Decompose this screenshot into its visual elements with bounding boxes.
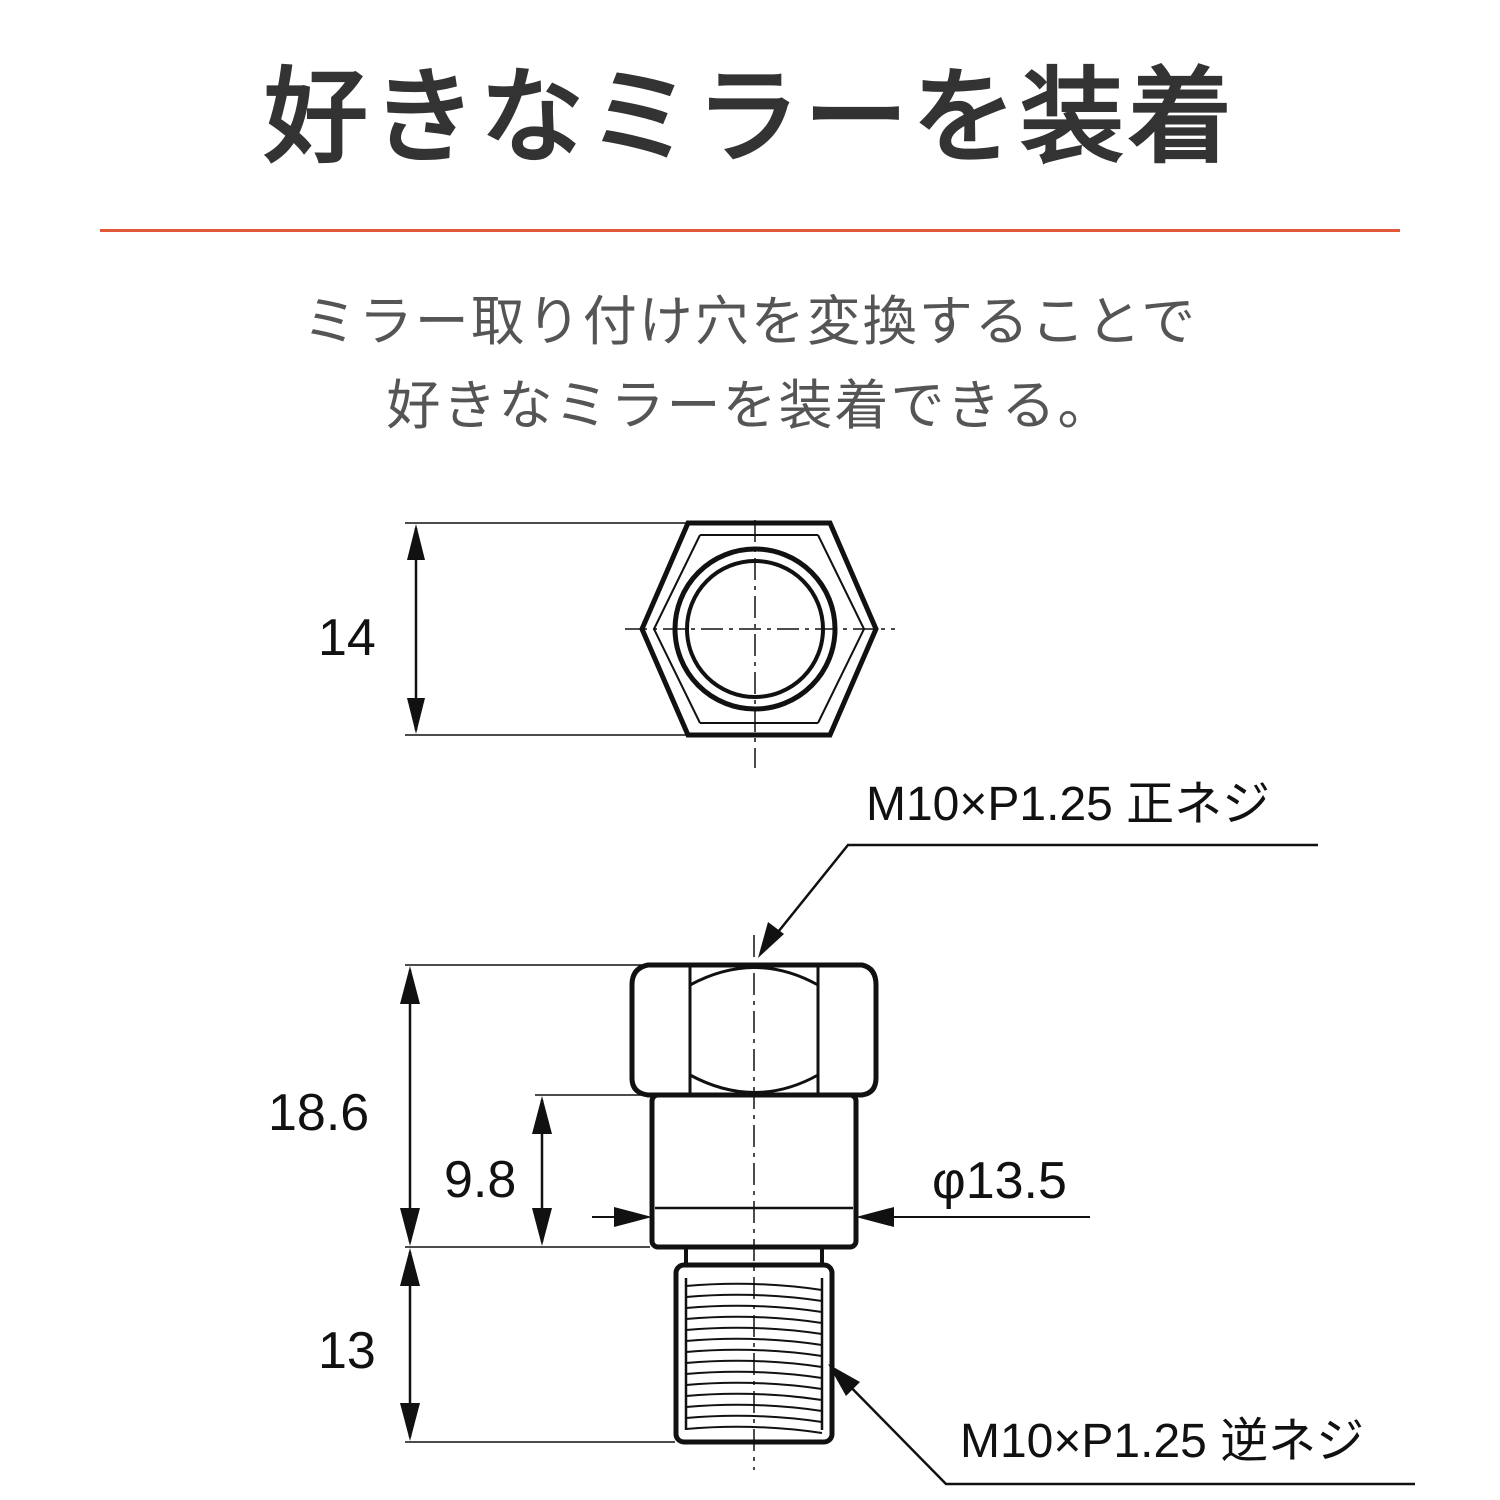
hex-head-outline — [629, 962, 879, 1098]
page-title: 好きなミラーを装着 — [263, 56, 1236, 178]
hex-height-label: 14 — [318, 609, 376, 667]
body-height-label: 9.8 — [444, 1151, 516, 1209]
thread-length-label: 13 — [318, 1322, 376, 1380]
side-view — [400, 843, 1415, 1486]
lower-thread-spec: M10×P1.25 逆ネジ — [960, 1415, 1364, 1468]
description: ミラー取り付け穴を変換することで 好きなミラーを装着できる。 — [0, 280, 1500, 448]
thread-line — [685, 1337, 823, 1346]
top-view — [405, 520, 895, 768]
description-line-2: 好きなミラーを装着できる。 — [386, 374, 1114, 437]
description-line-1: ミラー取り付け穴を変換することで — [302, 290, 1198, 353]
thread-line — [685, 1425, 823, 1434]
title-divider — [100, 229, 1400, 232]
thread-line — [685, 1348, 823, 1357]
upper-thread-leader — [761, 843, 1318, 953]
thread-line — [685, 1414, 823, 1423]
body-diameter-label: φ13.5 — [932, 1152, 1067, 1210]
upper-thread-spec: M10×P1.25 正ネジ — [866, 778, 1270, 831]
lower-thread-leader — [831, 1367, 1415, 1486]
total-height-label: 18.6 — [268, 1084, 369, 1142]
